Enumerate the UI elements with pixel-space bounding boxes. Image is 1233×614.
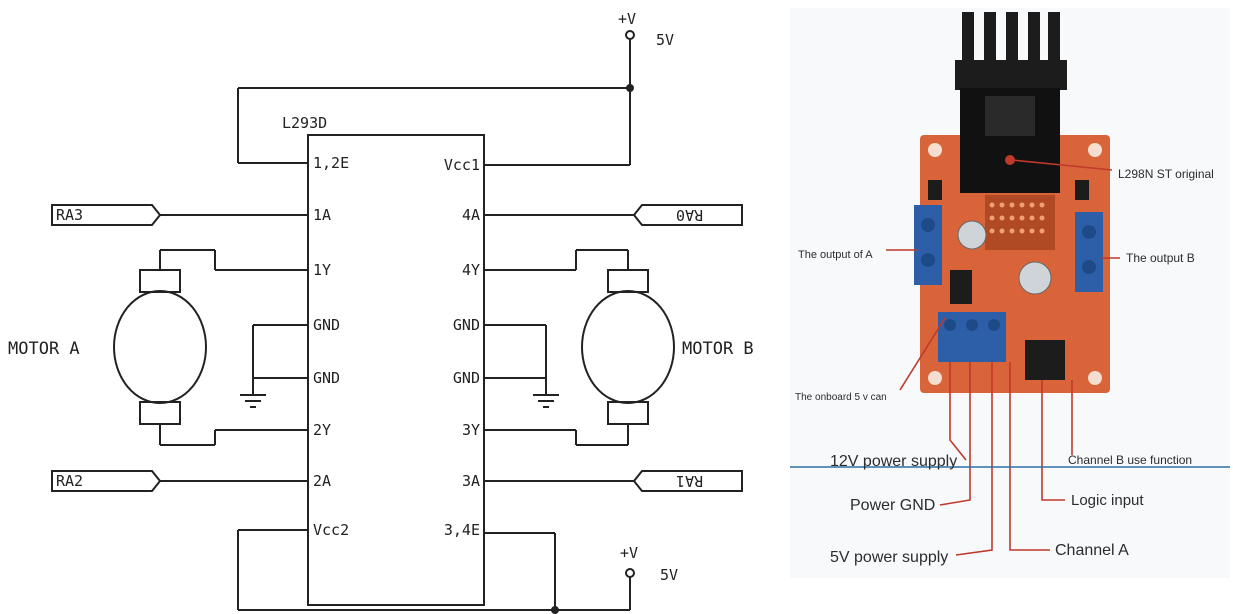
label-chip: L298N ST original: [1118, 167, 1214, 181]
ground-symbol-left: [240, 394, 266, 408]
ground-symbol-right: [533, 394, 559, 408]
signal-ra1-flag: [632, 470, 743, 492]
label-5v-power: 5V power supply: [830, 549, 948, 566]
pin-label: 3Y: [462, 421, 480, 439]
terminal-power: [938, 312, 1006, 362]
pin-label: Vcc1: [444, 156, 480, 174]
capacitor: [1018, 261, 1052, 295]
pin-label: GND: [453, 316, 480, 334]
supply-bottom-terminal: [625, 568, 635, 578]
signal-ra0-label: RA0: [676, 206, 703, 224]
pin-label: 2Y: [313, 421, 331, 439]
chip-marker-dot: [1005, 155, 1015, 165]
pin-label: 1A: [313, 206, 331, 224]
l298n-board-illustration: [790, 8, 1230, 578]
motor-b-brush-top: [607, 269, 649, 293]
label-channel-a: Channel A: [1055, 542, 1129, 559]
pin-label: 4A: [462, 206, 480, 224]
label-channel-b: Channel B use function: [1068, 453, 1192, 467]
motor-a-label: MOTOR A: [8, 339, 80, 359]
pin-label: GND: [313, 316, 340, 334]
junction-dot: [626, 84, 634, 92]
motor-b-label: MOTOR B: [682, 339, 754, 359]
pin-label: Vcc2: [313, 521, 349, 539]
pin-label: 3,4E: [444, 521, 480, 539]
terminal-output-b: [1075, 212, 1103, 292]
label-output-b: The output B: [1126, 251, 1195, 265]
signal-ra3-flag: [51, 204, 162, 226]
supply-bottom-symbol: +V: [620, 544, 638, 562]
pin-label: 2A: [313, 472, 331, 490]
motor-a-brush-bottom: [139, 401, 181, 425]
l293d-schematic: [51, 30, 743, 614]
pin-label: 1Y: [313, 261, 331, 279]
signal-ra2-label: RA2: [56, 472, 83, 490]
supply-top-value: 5V: [656, 31, 674, 49]
supply-bottom-value: 5V: [660, 566, 678, 584]
chip-body: [307, 134, 485, 606]
terminal-output-a: [914, 205, 942, 285]
label-12v-power: 12V power supply: [830, 453, 957, 470]
signal-ra2-flag: [51, 470, 162, 492]
pin-label: 1,2E: [313, 154, 349, 172]
label-onboard: The onboard 5 v can: [795, 392, 887, 403]
label-logic-input: Logic input: [1071, 492, 1144, 509]
signal-ra3-label: RA3: [56, 206, 83, 224]
label-power-gnd: Power GND: [850, 497, 935, 514]
pin-label: GND: [313, 369, 340, 387]
pin-header: [989, 202, 1045, 234]
jumper: [950, 270, 972, 304]
capacitor: [957, 220, 987, 250]
pin-label: GND: [453, 369, 480, 387]
pin-label: 3A: [462, 472, 480, 490]
chip-name: L293D: [282, 114, 327, 132]
pin-label: 4Y: [462, 261, 480, 279]
supply-top-symbol: +V: [618, 10, 636, 28]
signal-ra0-flag: [632, 204, 743, 226]
header-pins: [1025, 340, 1065, 380]
motor-b-brush-bottom: [607, 401, 649, 425]
supply-top-terminal: [625, 30, 635, 40]
label-output-a: The output of A: [798, 249, 873, 261]
leader-lines: [886, 159, 1120, 556]
signal-ra1-label: RA1: [676, 472, 703, 490]
motor-b-body: [581, 290, 675, 404]
junction-dot: [551, 606, 559, 614]
heatsink: [955, 12, 1067, 90]
motor-a-brush-top: [139, 269, 181, 293]
motor-a-body: [113, 290, 207, 404]
